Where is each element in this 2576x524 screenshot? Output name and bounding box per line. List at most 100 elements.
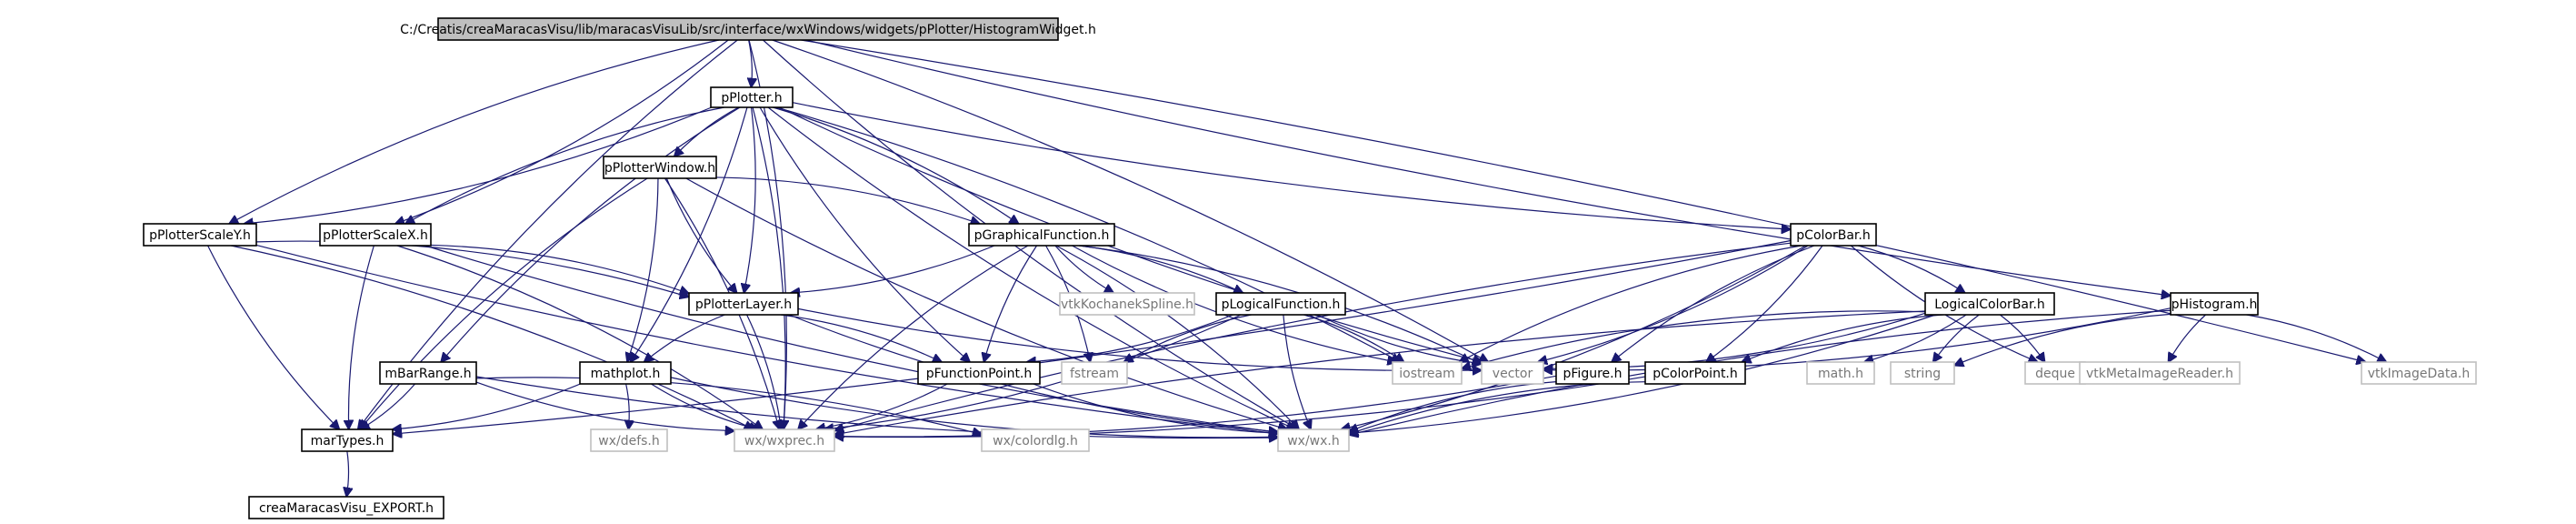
node-deque-box bbox=[2024, 361, 2086, 385]
node-pPlotterWindow-box bbox=[603, 156, 717, 179]
node-mathh-box bbox=[1806, 361, 1875, 385]
edge-mBarRange-to-wxprec bbox=[475, 381, 734, 431]
edge-pPlotter-to-mathplot bbox=[631, 106, 748, 362]
edge-mathplot-to-wxwx bbox=[670, 377, 1278, 438]
node-mathh: math.h bbox=[1806, 361, 1875, 385]
node-mathplot-box bbox=[579, 361, 672, 385]
node-pFigure-label: pFigure.h bbox=[1563, 367, 1622, 381]
edge-pGraphicalFunction-to-iostream bbox=[1072, 245, 1396, 362]
edge-pPlotterScaleY-to-pPlotterLayer bbox=[255, 240, 689, 297]
node-pHistogram-box bbox=[2170, 292, 2259, 316]
node-pPlotterWindow-label: pPlotterWindow.h bbox=[604, 161, 715, 176]
node-layer: C:/Creatis/creaMaracasVisu/lib/maracasVi… bbox=[143, 17, 2477, 519]
node-pFunctionPoint[interactable]: pFunctionPoint.h bbox=[917, 361, 1041, 385]
edge-pPlotterWindow-to-wxwx bbox=[685, 177, 1287, 429]
node-wxprec: wx/wxprec.h bbox=[734, 428, 835, 452]
node-pLogicalFunction[interactable]: pLogicalFunction.h bbox=[1215, 292, 1346, 316]
edge-pGraphicalFunction-to-pLogicalFunction bbox=[1079, 245, 1243, 293]
node-vector: vector bbox=[1481, 361, 1544, 385]
edge-pPlotterScaleX-to-pPlotterLayer bbox=[430, 244, 689, 293]
node-pPlotterScaleX-box bbox=[319, 223, 432, 247]
node-pColorPoint-label: pColorPoint.h bbox=[1652, 367, 1738, 381]
edge-pPlotter-to-wxwx bbox=[767, 106, 1295, 429]
edge-pGraphicalFunction-to-pPlotterLayer bbox=[791, 245, 995, 293]
edge-pColorPoint-to-wxwx bbox=[1349, 381, 1646, 434]
node-iostream: iostream bbox=[1392, 361, 1463, 385]
edge-pPlotter-to-pGraphicalFunction bbox=[773, 106, 1018, 224]
node-pGraphicalFunction[interactable]: pGraphicalFunction.h bbox=[968, 223, 1115, 247]
edge-pFunctionPoint-to-wxwx bbox=[1033, 383, 1278, 433]
node-pFigure[interactable]: pFigure.h bbox=[1555, 361, 1630, 385]
edge-pLogicalFunction-to-pFunctionPoint bbox=[1026, 314, 1233, 362]
node-marTypes[interactable]: marTypes.h bbox=[301, 428, 394, 452]
edge-pColorBar-to-vector bbox=[1538, 245, 1809, 362]
node-vtkKochanekSpline-label: vtkKochanekSpline.h bbox=[1061, 297, 1193, 312]
node-pColorBar-label: pColorBar.h bbox=[1796, 228, 1870, 243]
node-pPlotterScaleY[interactable]: pPlotterScaleY.h bbox=[143, 223, 257, 247]
node-wxwx: wx/wx.h bbox=[1277, 428, 1350, 452]
edge-pPlotterScaleY-to-marTypes bbox=[207, 245, 340, 429]
edge-pPlotterLayer-to-vector bbox=[797, 307, 1482, 370]
edge-pPlotterScaleX-to-marTypes bbox=[348, 245, 374, 429]
edge-pGraphicalFunction-to-pFunctionPoint bbox=[983, 245, 1038, 362]
edge-src-to-pPlotterScaleX bbox=[395, 39, 729, 224]
edge-src-to-pHistogram bbox=[805, 39, 2171, 296]
edge-src-to-pPlotter bbox=[749, 39, 753, 87]
node-export[interactable]: creaMaracasVisu_EXPORT.h bbox=[248, 496, 444, 519]
edge-pHistogram-to-wxwx bbox=[1349, 309, 2172, 435]
edge-pLogicalFunction-to-wxprec bbox=[824, 314, 1242, 429]
node-vtkMetaImageReader: vtkMetaImageReader.h bbox=[2079, 361, 2241, 385]
node-pHistogram[interactable]: pHistogram.h bbox=[2170, 292, 2259, 316]
edge-pPlotter-to-pPlotterScaleX bbox=[405, 106, 724, 224]
node-pPlotterLayer[interactable]: pPlotterLayer.h bbox=[688, 292, 799, 316]
node-wxdefs: wx/defs.h bbox=[590, 428, 668, 452]
node-pFigure-box bbox=[1555, 361, 1630, 385]
edge-LogicalColorBar-to-vector bbox=[1543, 312, 1926, 368]
node-pColorPoint[interactable]: pColorPoint.h bbox=[1644, 361, 1746, 385]
edge-pPlotterScaleY-to-wxprec bbox=[231, 245, 754, 429]
node-pColorPoint-box bbox=[1644, 361, 1746, 385]
node-pPlotterScaleY-box bbox=[143, 223, 257, 247]
node-wxdefs-label: wx/defs.h bbox=[598, 434, 660, 448]
node-mathplot[interactable]: mathplot.h bbox=[579, 361, 672, 385]
node-pColorBar[interactable]: pColorBar.h bbox=[1790, 223, 1877, 247]
node-pLogicalFunction-box bbox=[1215, 292, 1346, 316]
edge-layer bbox=[207, 39, 2387, 497]
node-src-box bbox=[437, 17, 1059, 41]
edge-pPlotter-to-pColorBar bbox=[792, 102, 1791, 229]
edge-pPlotter-to-wxprec bbox=[752, 106, 785, 429]
edge-pColorBar-to-wxprec bbox=[834, 242, 1792, 430]
edge-pPlotterScaleX-to-wxwx bbox=[424, 245, 1278, 432]
edge-pColorPoint-to-wxprec bbox=[834, 376, 1646, 437]
edge-pPlotter-to-pPlotterScaleY bbox=[244, 106, 713, 224]
node-pPlotterWindow[interactable]: pPlotterWindow.h bbox=[603, 156, 717, 179]
edge-pFigure-to-wxprec bbox=[834, 375, 1557, 437]
edge-src-to-pPlotterScaleY bbox=[229, 39, 720, 224]
edge-mathplot-to-wxdefs bbox=[626, 383, 630, 429]
node-wxprec-label: wx/wxprec.h bbox=[744, 434, 824, 448]
node-pFunctionPoint-box bbox=[917, 361, 1041, 385]
node-mBarRange[interactable]: mBarRange.h bbox=[379, 361, 477, 385]
node-wxdefs-box bbox=[590, 428, 668, 452]
node-wxwx-label: wx/wx.h bbox=[1287, 434, 1340, 448]
node-pPlotter[interactable]: pPlotter.h bbox=[710, 86, 794, 108]
node-vtkMetaImageReader-label: vtkMetaImageReader.h bbox=[2086, 367, 2233, 381]
node-src[interactable]: C:/Creatis/creaMaracasVisu/lib/maracasVi… bbox=[400, 17, 1096, 41]
edge-pPlotter-to-pFunctionPoint bbox=[759, 106, 970, 362]
node-vtkKochanekSpline-box bbox=[1059, 292, 1195, 316]
node-pPlotterScaleX[interactable]: pPlotterScaleX.h bbox=[319, 223, 432, 247]
edge-pPlotterWindow-to-mathplot bbox=[627, 177, 659, 362]
node-colordlg-label: wx/colordlg.h bbox=[993, 434, 1078, 448]
node-colordlg-box bbox=[981, 428, 1090, 452]
edge-pHistogram-to-string bbox=[1954, 313, 2172, 365]
edge-pHistogram-to-vtkImageData bbox=[2246, 314, 2387, 362]
node-LogicalColorBar[interactable]: LogicalColorBar.h bbox=[1924, 292, 2055, 316]
node-iostream-box bbox=[1392, 361, 1463, 385]
edge-pPlotterLayer-to-wxprec bbox=[746, 314, 782, 429]
edge-mathplot-to-marTypes bbox=[393, 383, 581, 429]
edge-pPlotterWindow-to-pGraphicalFunction bbox=[715, 176, 980, 224]
edge-pHistogram-to-vector bbox=[1543, 307, 2172, 370]
node-vtkImageData-box bbox=[2361, 361, 2477, 385]
node-src-label: C:/Creatis/creaMaracasVisu/lib/maracasVi… bbox=[400, 23, 1096, 37]
